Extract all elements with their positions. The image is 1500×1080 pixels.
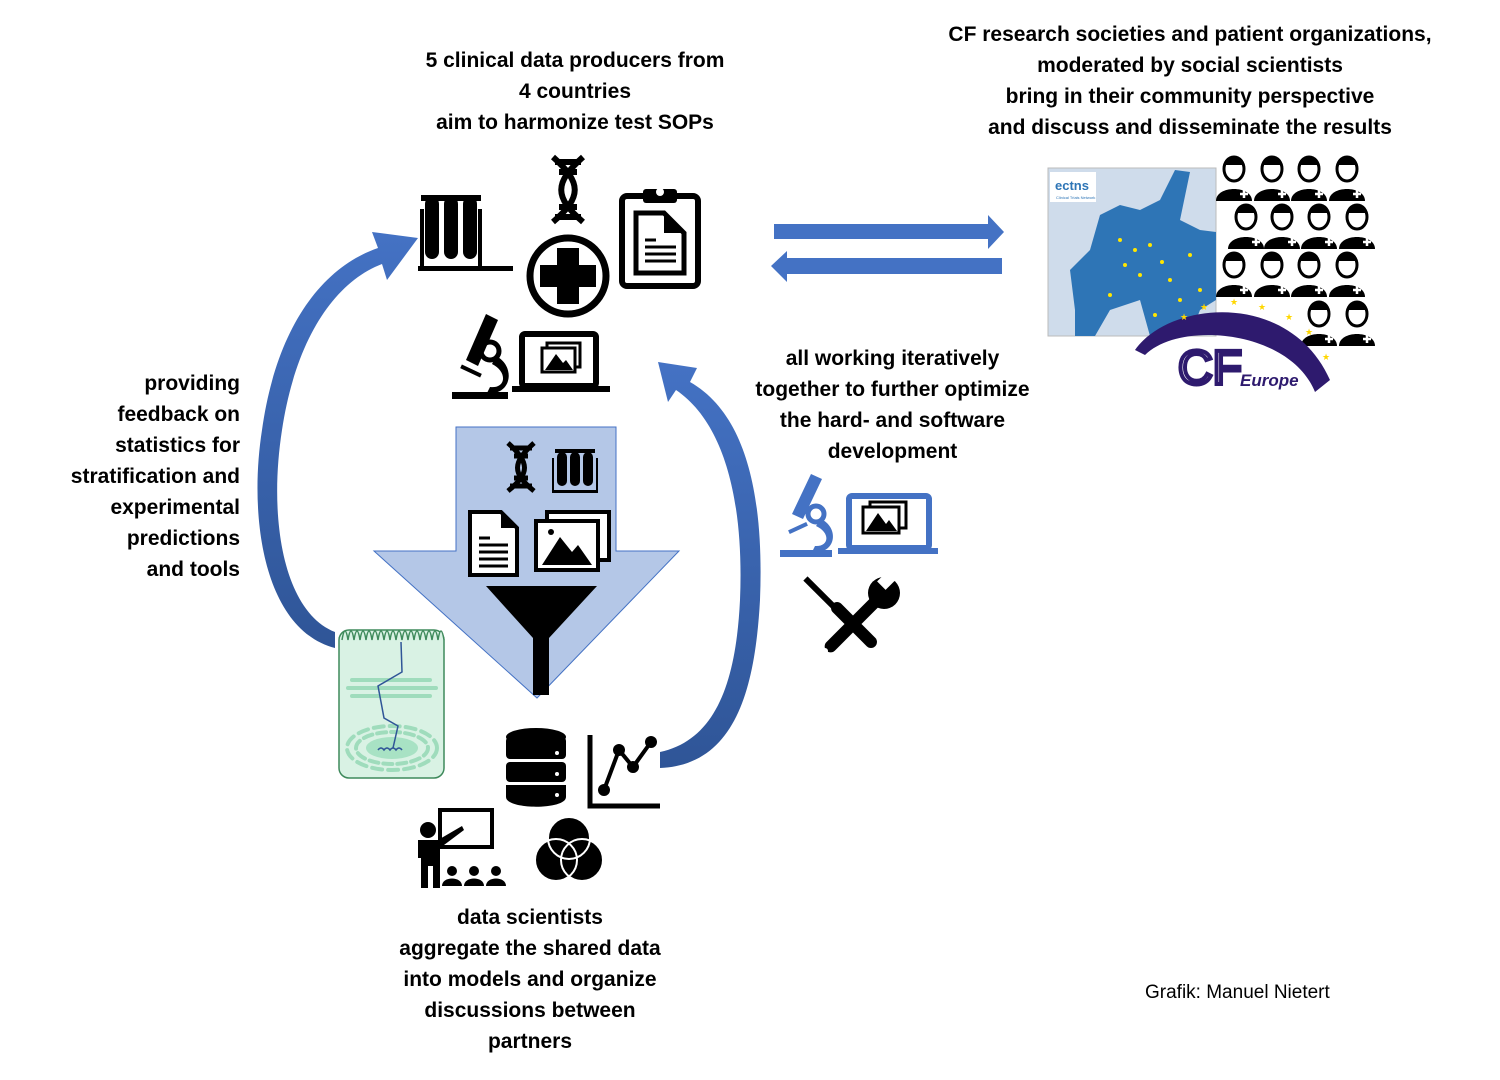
ectns-caption: Clinical Trials Network [1056,195,1095,200]
feedback-curved-arrow [257,232,418,648]
clipboard-document-icon [619,188,701,289]
feedback-line-6: predictions [126,527,240,550]
dna-icon [506,441,536,493]
europe-map-icon [1047,167,1217,337]
person-icon [1291,251,1327,297]
ectns-logo-text: ectns [1055,178,1089,193]
star-icon: ★ [1180,312,1188,322]
person-icon [1264,203,1300,249]
community-line-1: CF research societies and patient organi… [948,23,1432,46]
arrow-left [771,251,1002,282]
data-scientist-icons [418,728,660,888]
community-line-4: and discuss and disseminate the results [988,116,1392,139]
person-icon [1254,251,1290,297]
feedback-line-4: stratification and [70,465,240,488]
data-scientists-label: data scientists aggregate the shared dat… [380,902,680,1057]
funnel-icon [486,586,597,695]
data-scientists-line-5: partners [487,1030,573,1053]
document-icon [468,510,519,577]
person-icon [1301,203,1337,249]
test-tubes-icon [552,449,598,493]
iterative-line-1: all working iteratively [785,347,1000,370]
clinical-producers-line-2: 4 countries [518,80,632,103]
star-icon: ★ [1200,302,1208,312]
feedback-line-7: and tools [146,558,240,581]
person-icon [1228,203,1264,249]
microscope-icon [780,474,833,557]
funnel-down-arrow [372,426,681,699]
person-icon [1216,251,1252,297]
iterative-label: all working iteratively together to furt… [720,343,1065,467]
data-scientists-line-4: discussions between [424,999,636,1022]
laptop-images-icon [838,493,938,554]
person-icon [1339,300,1375,346]
clinical-icons [418,154,701,399]
medical-cross-icon [526,234,610,318]
feedback-line-3: statistics for [115,434,240,457]
data-scientists-line-2: aggregate the shared data [399,937,661,960]
data-scientists-line-1: data scientists [457,906,603,929]
feedback-label: providing feedback on statistics for str… [20,368,240,585]
feedback-line-2: feedback on [117,403,240,426]
iterative-line-2: together to further optimize [755,378,1030,401]
cf-europe-logo: ★ ★ ★ ★ ★ ★ ★ CF Europe [1135,297,1330,397]
community-label: CF research societies and patient organi… [920,19,1460,143]
cf-logo-word: Europe [1240,371,1299,390]
iterative-curved-arrow [658,362,761,768]
star-icon: ★ [1285,312,1293,322]
star-icon: ★ [1230,297,1238,307]
screwdriver-wrench-icon [803,570,900,654]
clinical-producers-line-1: 5 clinical data producers from [425,49,725,72]
iterative-line-3: the hard- and software [779,409,1006,432]
star-icon: ★ [1258,302,1266,312]
laptop-images-icon [512,331,610,392]
dna-icon [550,154,586,225]
community-line-3: bring in their community perspective [1005,85,1375,108]
person-icon [1329,155,1365,201]
community-graphic: ectns Clinical Trials Network ★ ★ ★ ★ ★ ★ ★ CF… [1047,155,1375,397]
person-icon [1216,155,1252,201]
person-icon [1301,300,1337,346]
venn-diagram-icon [534,816,604,882]
arrow-right [774,215,1004,249]
epithelial-cell-icon [338,629,445,779]
exchange-arrows [771,215,1004,282]
feedback-line-1: providing [144,372,240,395]
cf-logo-letters: CF [1178,342,1242,395]
images-icon [534,510,611,572]
star-icon: ★ [1322,352,1330,362]
credit-label: Grafik: Manuel Nietert [1145,982,1330,1003]
person-icon [1291,155,1327,201]
feedback-line-5: experimental [110,496,240,519]
data-scientists-line-3: into models and organize [403,968,657,991]
iterative-line-4: development [827,440,958,463]
patient-people-group [1216,155,1375,346]
person-icon [1329,251,1365,297]
clinical-producers-line-3: aim to harmonize test SOPs [436,111,714,134]
person-icon [1254,155,1290,201]
microscope-icon [452,314,509,399]
line-chart-icon [587,735,660,809]
presenter-icon [418,808,506,888]
community-line-2: moderated by social scientists [1037,54,1343,77]
person-icon [1339,203,1375,249]
star-icon: ★ [1305,327,1313,337]
test-tubes-icon [418,195,513,271]
clinical-producers-label: 5 clinical data producers from 4 countri… [395,45,755,138]
iterative-icons [780,474,938,654]
database-icon [506,728,566,807]
